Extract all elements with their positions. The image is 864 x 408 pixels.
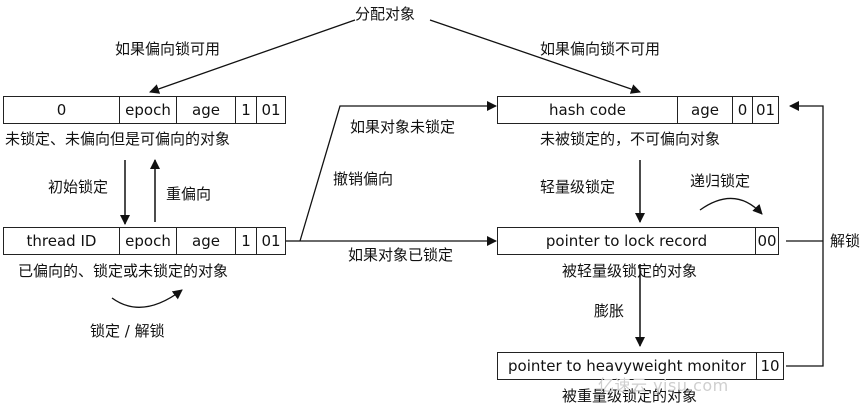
arrow-recursive-lock [699, 197, 763, 215]
label-rebias: 重偏向 [166, 185, 212, 203]
cell-bias-bit: 0 [733, 97, 753, 123]
cell-hash-code: hash code [498, 97, 678, 123]
cell-lock-record-pointer: pointer to lock record [498, 228, 756, 254]
label-inflate: 膨胀 [594, 302, 625, 320]
alloc-title: 分配对象 [355, 5, 416, 23]
cell-lock-bits: 01 [261, 101, 281, 119]
cell-zero: 0 [4, 97, 120, 123]
caption-heavyweight-locked: 被重量级锁定的对象 [562, 387, 698, 405]
cell-monitor-pointer: pointer to heavyweight monitor [498, 353, 757, 379]
label-unlock: 解锁 [830, 232, 861, 250]
label-lightweight-lock: 轻量级锁定 [540, 178, 616, 196]
arrow-alloc-to-nonbiasable [429, 19, 641, 94]
box-unlocked-nonbiasable: hash code age 0 01 [497, 96, 779, 124]
box-biased: thread ID epoch age 1 01 [3, 227, 286, 255]
cell-age: age [678, 97, 733, 123]
arrow-lock-unlock [111, 289, 183, 308]
caption-lightweight-locked: 被轻量级锁定的对象 [562, 262, 698, 280]
arrow-alloc-to-biasable [149, 19, 356, 94]
cell-lock-bits: 00 [757, 232, 777, 250]
cell-lock-bits: 10 [760, 357, 780, 375]
cell-thread-id: thread ID [4, 228, 120, 254]
caption-unlocked-nonbiasable: 未被锁定的，不可偏向对象 [540, 130, 721, 148]
cell-age: age [177, 97, 236, 123]
cell-age: age [177, 228, 236, 254]
watermark: 亿速云 yisu.com [598, 376, 729, 395]
label-lock-unlock: 锁定 / 解锁 [90, 322, 165, 340]
arrow-unlock-heavy [786, 101, 824, 367]
label-revoke-bias: 撤销偏向 [333, 170, 394, 188]
cell-epoch: epoch [120, 228, 177, 254]
cell-lock-bits: 01 [755, 101, 776, 119]
caption-unlocked-biasable: 未锁定、未偏向但是可偏向的对象 [5, 130, 231, 148]
label-recursive-lock: 递归锁定 [690, 172, 751, 190]
cell-lock-bits: 01 [261, 232, 281, 250]
cell-bias-bit: 1 [236, 228, 257, 254]
label-bias-unavailable: 如果偏向锁不可用 [540, 40, 661, 58]
label-bias-available: 如果偏向锁可用 [115, 40, 221, 58]
caption-biased: 已偏向的、锁定或未锁定的对象 [18, 262, 229, 280]
label-if-unlocked: 如果对象未锁定 [350, 118, 456, 136]
box-lightweight-locked: pointer to lock record 00 [497, 227, 779, 255]
cell-epoch: epoch [120, 97, 177, 123]
box-unlocked-biasable: 0 epoch age 1 01 [3, 96, 286, 124]
cell-bias-bit: 1 [236, 97, 257, 123]
arrow-if-unlocked [299, 101, 497, 242]
label-initial-lock: 初始锁定 [48, 178, 109, 196]
label-if-locked: 如果对象已锁定 [348, 246, 454, 264]
box-heavyweight-locked: pointer to heavyweight monitor 10 [497, 352, 784, 380]
